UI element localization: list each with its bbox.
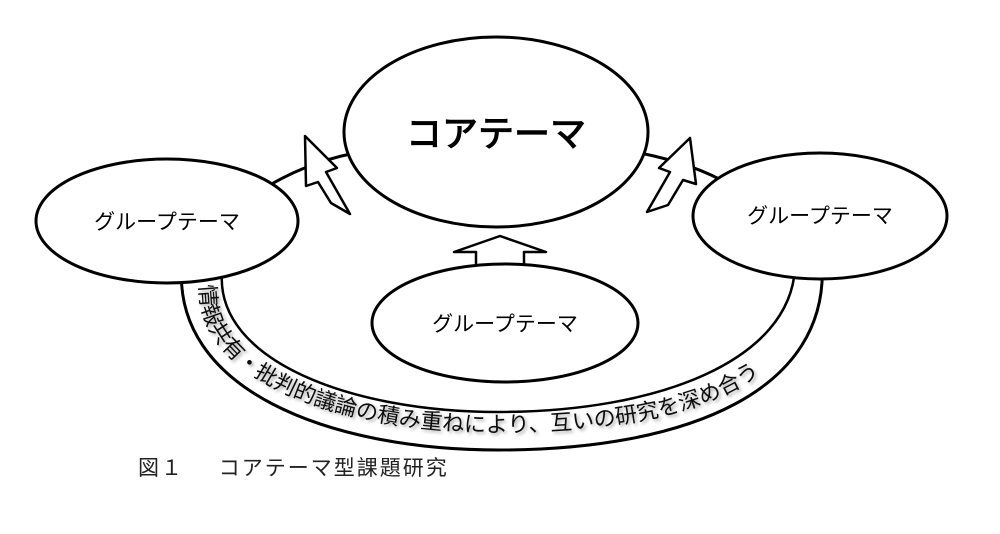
- figure-title: コアテーマ型課題研究: [218, 456, 449, 480]
- connecting-ring-outer: [179, 261, 824, 452]
- left-group-ellipse: [34, 157, 300, 285]
- right-group-label: グループテーマ: [747, 204, 893, 228]
- left-group-label: グループテーマ: [94, 210, 240, 234]
- bottom-group-ellipse: [370, 262, 640, 384]
- lightning-arrow-right-icon: [645, 136, 698, 214]
- bottom-group-label: グループテーマ: [432, 312, 578, 336]
- connecting-ring-inner: [220, 267, 797, 414]
- core-theme-ellipse: [342, 35, 650, 229]
- lightning-arrow-left-icon: [303, 134, 352, 216]
- right-group-ellipse: [691, 151, 949, 281]
- figure-number: 図１: [138, 456, 184, 480]
- figure-caption: 図１ コアテーマ型課題研究: [138, 452, 449, 482]
- core-theme-label: コアテーマ: [406, 114, 586, 155]
